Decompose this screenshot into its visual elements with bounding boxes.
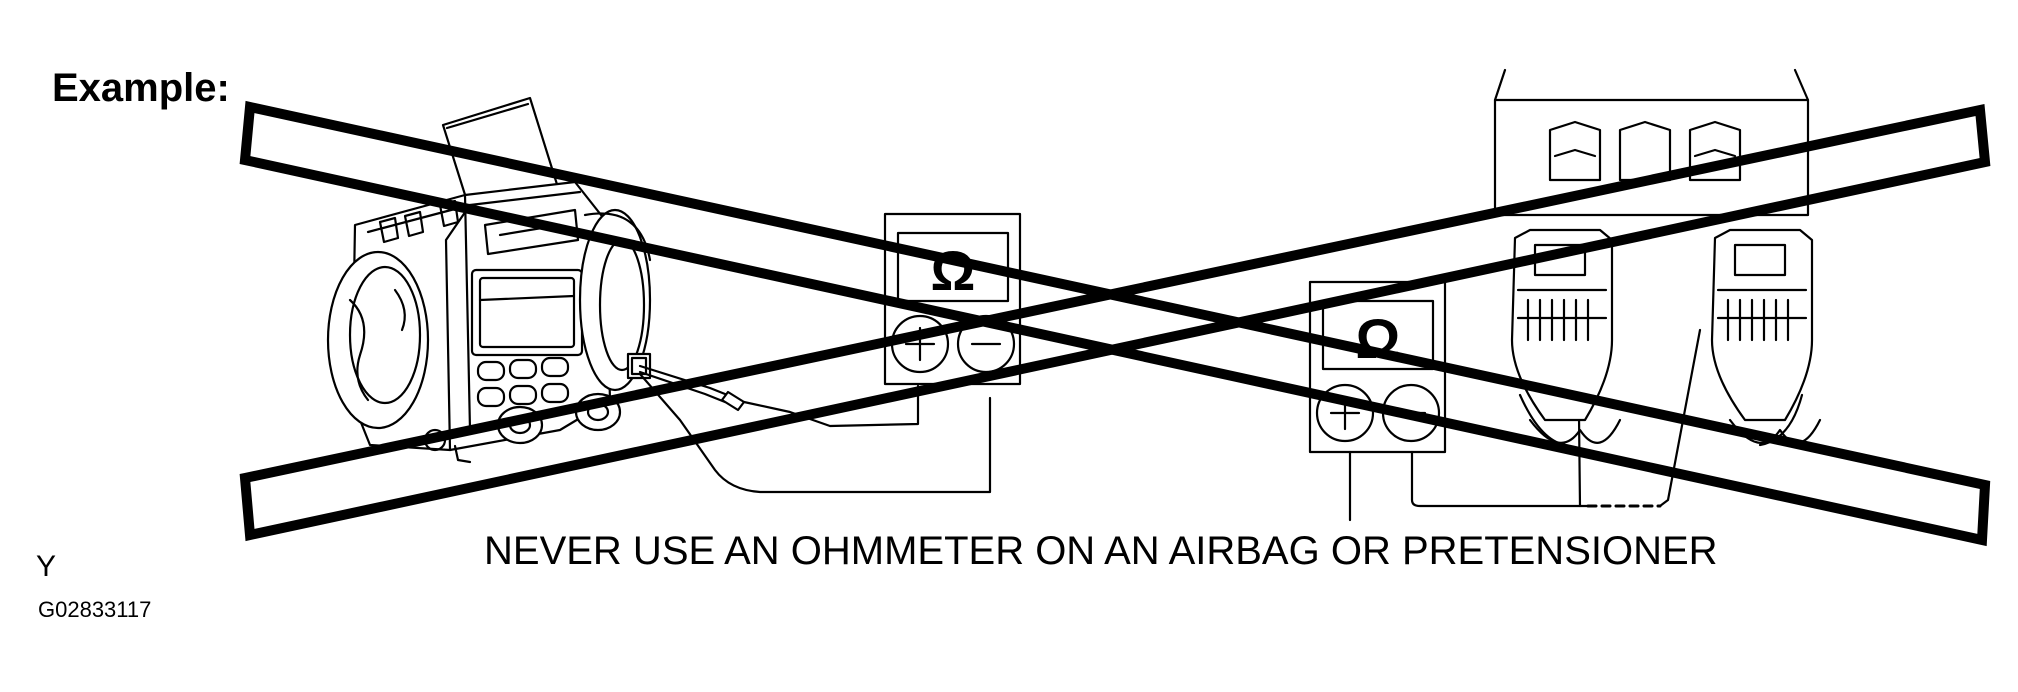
ohm-symbol-left: Ω: [931, 239, 976, 302]
example-label: Example:: [52, 66, 230, 110]
ohmmeter-left: [883, 212, 1022, 386]
cross-out-bar-1: [239, 100, 1991, 547]
figure-code: G02833117: [38, 597, 152, 622]
connector-block: [1493, 68, 1810, 217]
pretensioner-connector-left: [1510, 228, 1622, 447]
code-letter: Y: [36, 550, 57, 583]
cross-out-x: [239, 100, 1991, 547]
warning-text: NEVER USE AN OHMMETER ON AN AIRBAG OR PR…: [484, 529, 1718, 573]
airbag-sensor-assembly: [326, 96, 992, 494]
cross-out-bar-2: [239, 103, 1991, 542]
pretensioner-connector-right: [1710, 228, 1822, 447]
